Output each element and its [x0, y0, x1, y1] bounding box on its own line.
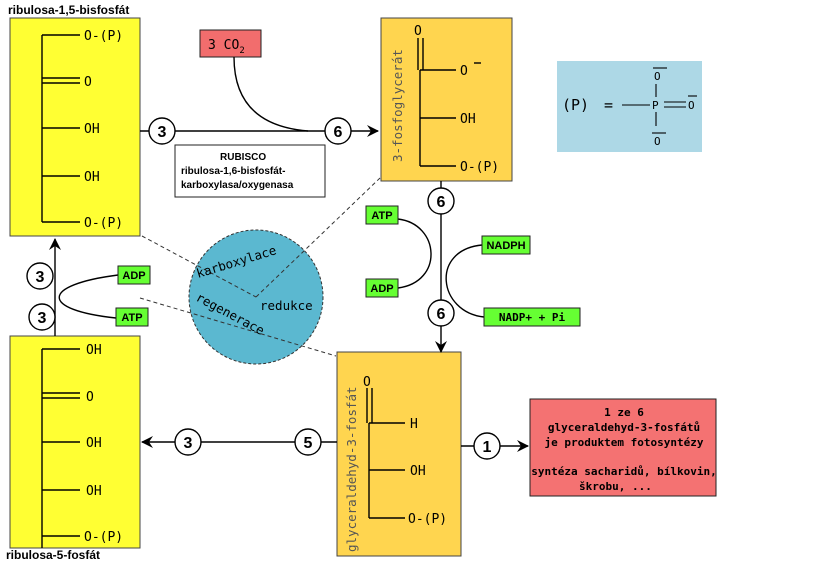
atp-regen-label: ATP — [121, 312, 142, 324]
ru5p-group-5: O-(P) — [84, 530, 123, 545]
rubp-group-3: OH — [84, 122, 100, 137]
phosphate-o-right: O — [688, 99, 695, 112]
count-regen-out — [174, 428, 202, 456]
count-pga-out — [427, 187, 455, 215]
count-g3p-in — [427, 299, 455, 327]
count-rubp-out-label: 3 — [36, 269, 45, 286]
pga-oh: OH — [460, 112, 476, 127]
pga-carboxylate: O — [460, 64, 468, 79]
ru5p-group-1: OH — [86, 343, 102, 358]
adp-reduction-badge — [365, 278, 399, 298]
rubisco-box — [174, 144, 326, 198]
count-ru5p-in — [28, 303, 56, 331]
phosphate-p: P — [652, 99, 659, 112]
count-g3p-to-regen — [294, 428, 322, 456]
atp-reduction-label: ATP — [371, 210, 392, 222]
nadph-label: NADPH — [486, 240, 525, 252]
count-product — [473, 432, 501, 460]
g3p-oh: OH — [410, 464, 426, 479]
rubp-group-1: O-(P) — [84, 29, 123, 44]
g3p-structure — [366, 388, 405, 519]
rubisco-name: RUBISCO — [220, 152, 266, 163]
phase-reduction: redukce — [260, 298, 313, 313]
co2-box — [199, 29, 262, 58]
rubisco-line2: ribulosa-1,6-bisfosfát- — [181, 166, 285, 177]
g3p-top-oxygen: O — [363, 375, 371, 390]
phosphate-equals: = — [604, 96, 613, 114]
ru5p-group-3: OH — [86, 436, 102, 451]
ru5p-structure — [41, 348, 80, 548]
product-line5: škrobu, ... — [579, 480, 652, 493]
pga-title: 3-fosfoglycerát — [390, 49, 405, 162]
nadph-badge — [481, 235, 531, 255]
co2-label: 3 CO2 — [208, 38, 245, 56]
g3p-h: H — [410, 417, 418, 432]
count-g3p-to-regen-label: 5 — [304, 435, 313, 452]
nadph-consumption-curve — [445, 244, 485, 318]
rubp-box — [9, 17, 141, 237]
product-line3: je produktem fotosyntézy — [545, 436, 704, 449]
adp-reduction-label: ADP — [370, 283, 393, 295]
count-carboxylation-out — [324, 117, 352, 145]
g3p-phosphate: O-(P) — [408, 512, 447, 527]
product-line4: syntéza sacharidů, bílkovin, — [531, 465, 716, 478]
nadp-badge — [483, 307, 581, 327]
rubp-structure — [41, 34, 80, 223]
rubp-title: ribulosa-1,5-bisfosfát — [8, 3, 129, 17]
atp-adp-regen-curve — [58, 274, 119, 319]
pga-box — [380, 17, 513, 182]
co2-input-curve — [233, 56, 309, 132]
count-carboxylation-in — [148, 117, 176, 145]
count-carboxylation-out-label: 6 — [334, 124, 343, 141]
phosphate-bonds — [622, 67, 697, 134]
product-line1: 1 ze 6 — [604, 406, 644, 419]
ru5p-group-2: O — [86, 390, 94, 405]
adp-regen-badge — [117, 265, 151, 285]
count-g3p-in-label: 6 — [437, 306, 446, 323]
count-rubp-out — [26, 262, 54, 290]
rubp-group-2: O — [84, 75, 92, 90]
rubp-group-5: O-(P) — [84, 216, 123, 231]
atp-reduction-badge — [365, 205, 399, 225]
count-product-label: 1 — [483, 439, 492, 456]
pga-top-oxygen: O — [414, 24, 422, 39]
phosphate-symbol: (P) — [562, 96, 589, 114]
phosphate-o-bottom: O — [654, 135, 661, 148]
adp-regen-label: ADP — [122, 270, 145, 282]
ru5p-title: ribulosa-5-fosfát — [6, 548, 100, 562]
product-box — [529, 398, 717, 497]
pga-structure — [417, 38, 456, 167]
rubp-group-4: OH — [84, 170, 100, 185]
nadp-label: NADP+ + Pi — [499, 311, 566, 324]
count-ru5p-in-label: 3 — [38, 310, 47, 327]
phosphate-o-top: O — [654, 70, 661, 83]
pga-phosphate: O-(P) — [460, 160, 499, 175]
count-regen-out-label: 3 — [184, 435, 193, 452]
count-pga-out-label: 6 — [437, 194, 446, 211]
g3p-box — [336, 351, 462, 557]
ru5p-group-4: OH — [86, 484, 102, 499]
count-carboxylation-in-label: 3 — [158, 124, 167, 141]
g3p-title: glyceraldehyd-3-fosfát — [344, 386, 359, 552]
product-line2: glyceraldehyd-3-fosfátů — [548, 421, 700, 434]
atp-consumption-curve — [397, 218, 432, 289]
rubisco-line3: karboxylasa/oxygenasa — [181, 180, 294, 191]
atp-regen-badge — [115, 307, 149, 327]
phase-dividers — [139, 177, 381, 357]
